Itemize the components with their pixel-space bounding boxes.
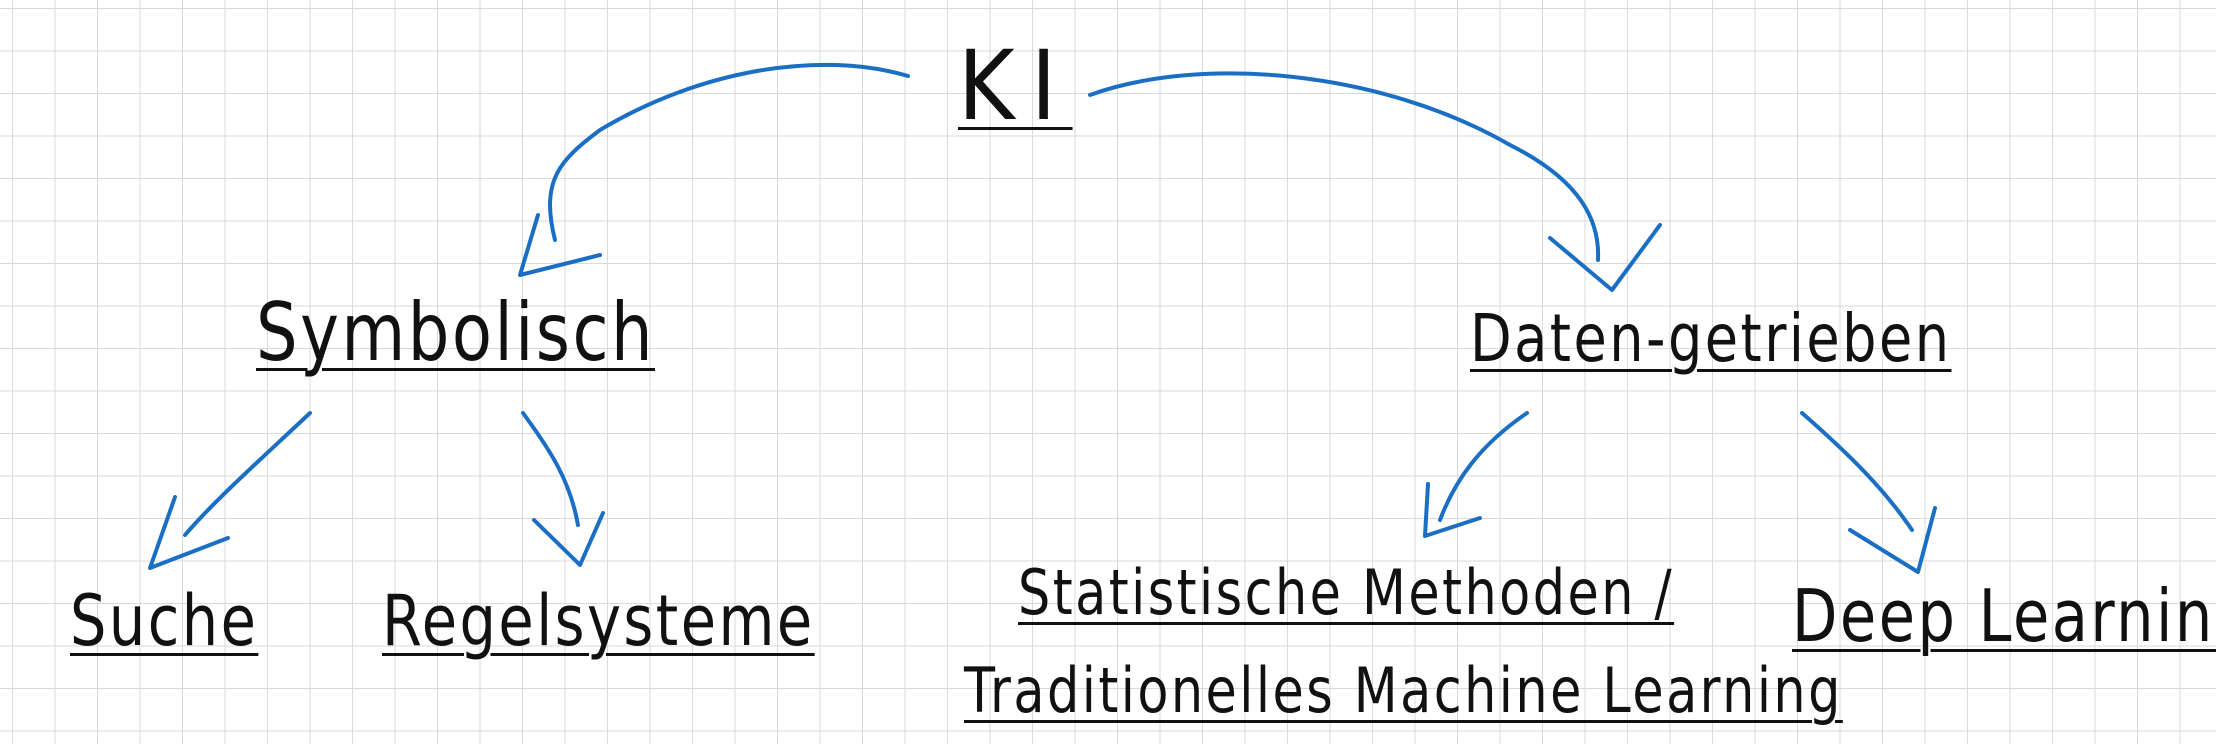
node-ki: KI [958,30,1073,142]
arrowhead-regelsysteme [532,511,605,567]
arrowhead-symbolisch [518,213,602,277]
arrow-ki-to-daten [1088,71,1601,262]
node-suche: Suche [70,580,259,662]
arrow-daten-to-statistisch [1438,411,1529,522]
arrow-symbolisch-to-regelsysteme [521,411,580,527]
node-statistische-methoden: Statistische Methoden / [1018,556,1675,629]
arrowhead-daten [1548,223,1662,292]
arrowhead-deep [1848,506,1937,574]
arrow-symbolisch-to-suche [183,411,312,537]
arrowhead-statistisch [1423,482,1482,538]
node-symbolisch: Symbolisch [256,286,656,379]
node-daten-getrieben: Daten-getrieben [1470,300,1952,377]
arrowhead-suche [148,495,230,570]
node-traditionelles-ml: Traditionelles Machine Learning [964,654,1843,727]
arrow-daten-to-deep [1800,411,1914,532]
arrow-ki-to-symbolisch [548,62,910,242]
node-deep-learning: Deep Learning [1792,574,2216,658]
node-regelsysteme: Regelsysteme [382,580,815,662]
